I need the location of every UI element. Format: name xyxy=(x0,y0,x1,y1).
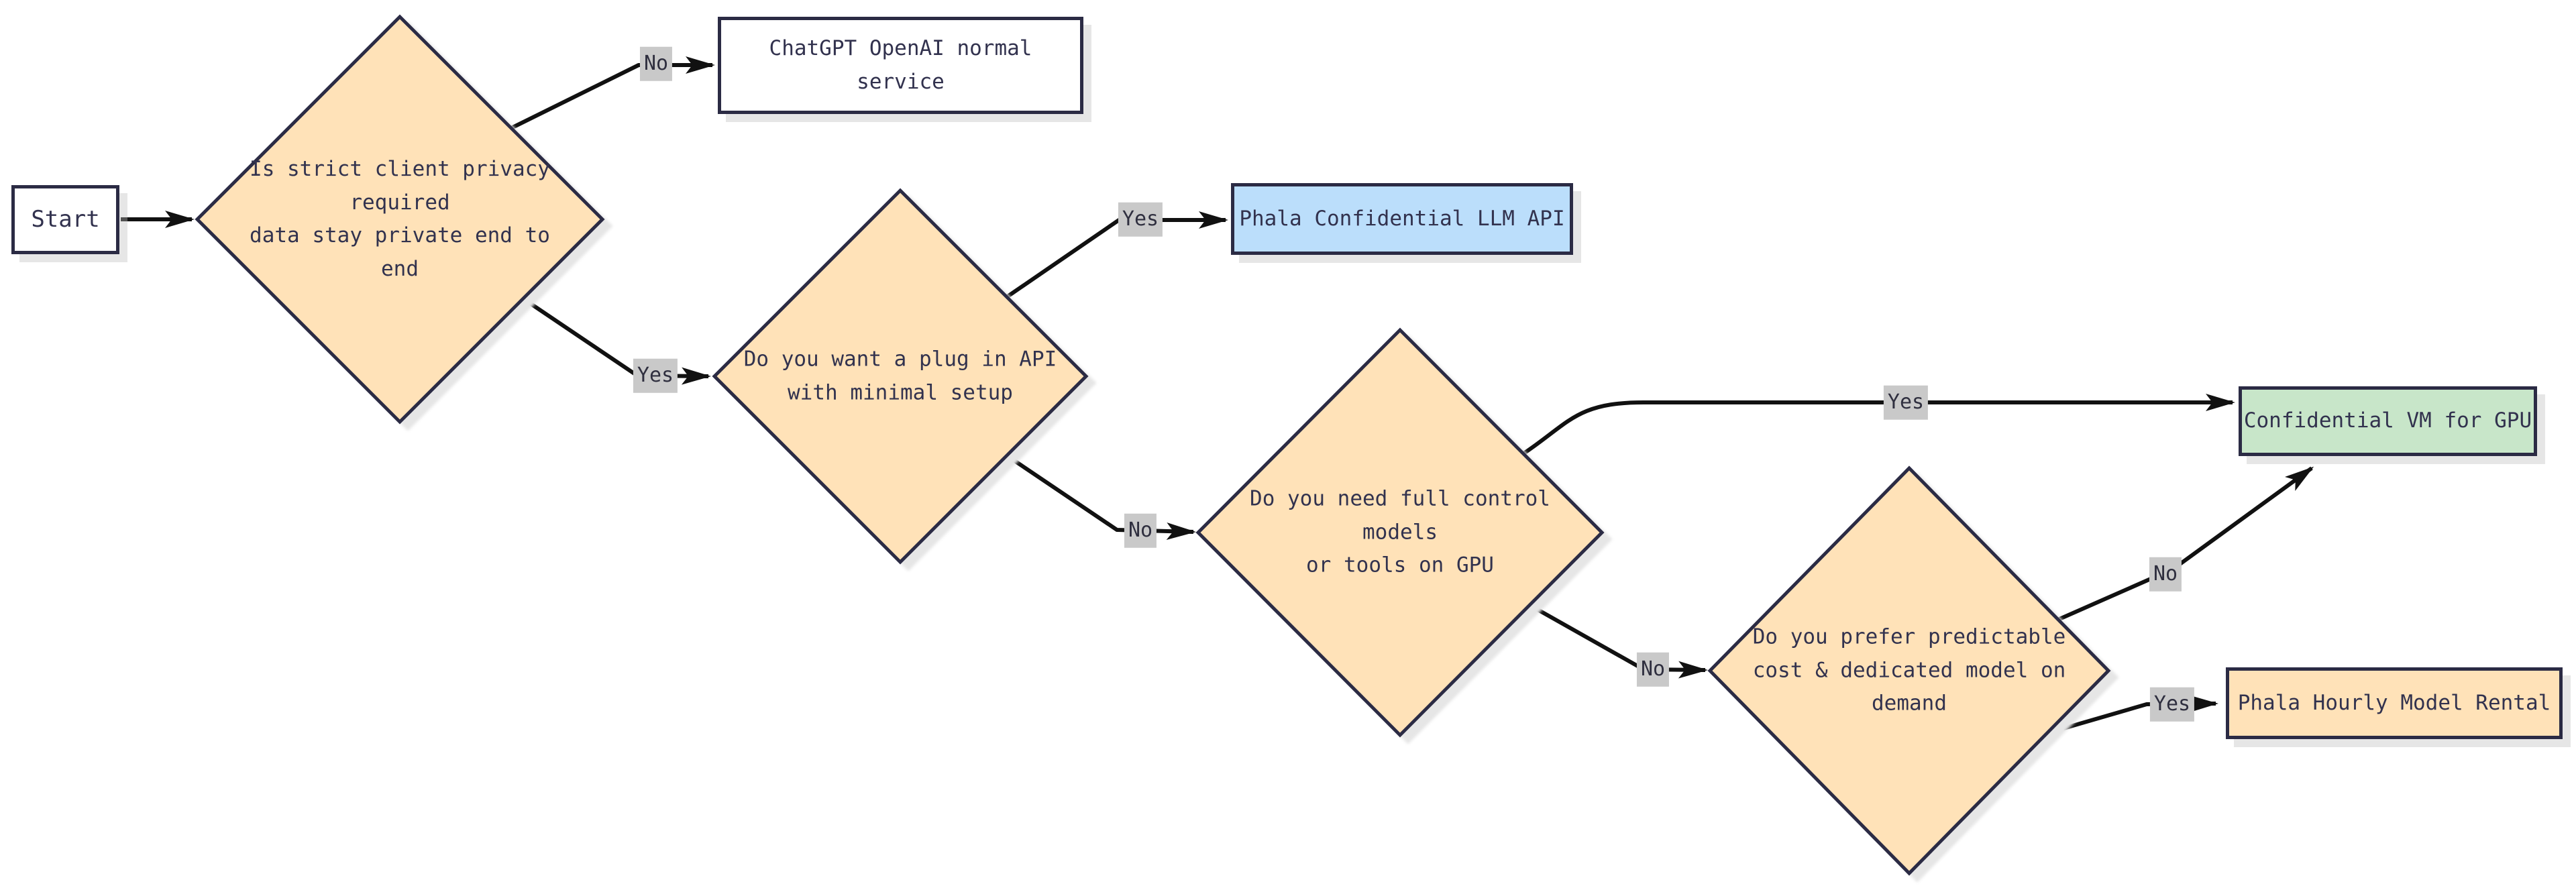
decision-full-control-diamond[interactable] xyxy=(1195,327,1605,738)
edge-fullcontrol-no-predictable xyxy=(1528,603,1708,679)
edge-plugapi-no-fullcontrol xyxy=(1004,453,1196,540)
start-node[interactable]: Start xyxy=(11,185,119,254)
edge-label-predictable-no: No xyxy=(2149,557,2182,592)
decision-privacy-diamond[interactable] xyxy=(195,14,605,425)
confidential-vm-gpu-node[interactable]: Confidential VM for GPU xyxy=(2239,386,2537,456)
decision-plug-api-diamond[interactable] xyxy=(712,188,1089,565)
edge-label-plugapi-yes: Yes xyxy=(1118,202,1163,237)
edge-privacy-yes-plugapi xyxy=(521,296,711,385)
chatgpt-openai-node[interactable]: ChatGPT OpenAI normal service xyxy=(718,17,1083,114)
edge-label-fullcontrol-yes: Yes xyxy=(1883,385,1929,420)
edge-label-fullcontrol-no: No xyxy=(1636,652,1670,687)
edge-label-plugapi-no: No xyxy=(1124,513,1157,548)
phala-confidential-llm-api-node[interactable]: Phala Confidential LLM API xyxy=(1231,183,1573,255)
edge-label-predictable-yes: Yes xyxy=(2149,687,2195,722)
edge-label-privacy-yes: Yes xyxy=(633,358,678,393)
edge-plugapi-yes-llmapi xyxy=(1004,211,1228,300)
edge-label-privacy-no: No xyxy=(639,46,673,81)
edge-privacy-no-chatgpt xyxy=(508,56,715,131)
edge-predictable-no-vmgpu xyxy=(2025,466,2314,636)
phala-hourly-rental-node[interactable]: Phala Hourly Model Rental xyxy=(2226,667,2563,739)
decision-predictable-diamond[interactable] xyxy=(1707,465,2111,876)
edge-fullcontrol-yes-vmgpu xyxy=(1521,394,2235,456)
